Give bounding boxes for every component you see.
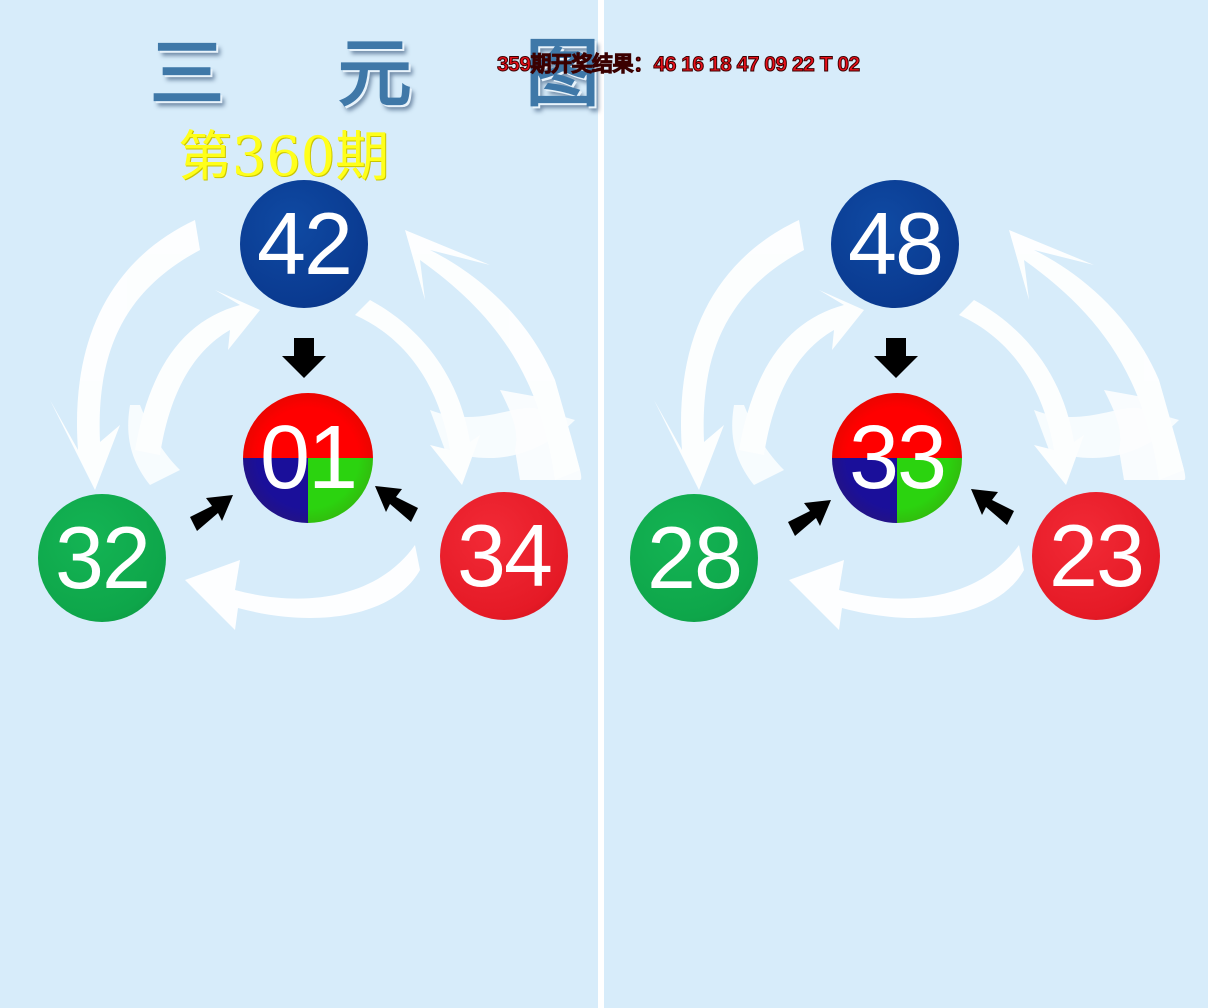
left-ball-number: 28 — [647, 508, 743, 607]
black-arrow-up-right — [190, 495, 233, 531]
left-ball-number: 32 — [55, 508, 151, 607]
center-ball-shade — [832, 393, 962, 523]
issue-number: 第360期 — [178, 125, 390, 188]
cycle-arrows-graphic — [654, 220, 1186, 630]
center-ball-shade — [243, 393, 373, 523]
black-arrow-up-right — [788, 500, 831, 536]
center-ball-number: 33 — [848, 408, 947, 508]
black-arrow-down — [874, 338, 918, 378]
left-ball: 28 — [630, 494, 758, 622]
previous-result-text: 359期开奖结果：46 16 18 47 09 22 T 02 — [497, 53, 861, 77]
right-panel: 48 28 23 33 — [604, 0, 1204, 1008]
white-arc-arrow-outer-left — [654, 220, 804, 490]
white-arc-segment-inner-right — [1034, 407, 1179, 459]
cycle-arrows-graphic — [50, 220, 582, 630]
white-arc-segment-inner-left — [128, 405, 180, 485]
white-arc-segment-inner-left — [732, 405, 784, 485]
right-ball-number: 23 — [1049, 506, 1145, 605]
top-ball-number: 48 — [848, 194, 944, 293]
top-ball: 48 — [831, 180, 959, 308]
center-ball: 01 — [243, 393, 373, 523]
center-ball: 33 — [832, 393, 962, 523]
black-arrow-down — [282, 338, 326, 378]
white-arc-segment-inner-right — [430, 407, 575, 459]
center-ball-number: 01 — [259, 408, 358, 508]
white-arc-arrow-inner-left — [135, 290, 260, 455]
right-ball: 23 — [1032, 492, 1160, 620]
panel-divider — [598, 0, 604, 1008]
left-ball: 32 — [38, 494, 166, 622]
top-ball: 42 — [240, 180, 368, 308]
white-arc-arrow-bottom — [185, 545, 420, 630]
white-arc-arrow-inner-right — [959, 300, 1084, 485]
black-arrow-up-left — [971, 489, 1014, 525]
top-ball-number: 42 — [257, 194, 353, 293]
white-arc-arrow-outer-left — [50, 220, 200, 490]
right-ball: 34 — [440, 492, 568, 620]
white-arc-arrow-inner-right — [355, 300, 480, 485]
right-ball-number: 34 — [457, 506, 553, 605]
left-panel: 42 32 34 01 — [0, 0, 600, 1008]
white-arc-arrow-inner-left — [739, 290, 864, 455]
white-arc-arrow-bottom — [789, 545, 1024, 630]
black-arrow-up-left — [375, 486, 418, 522]
